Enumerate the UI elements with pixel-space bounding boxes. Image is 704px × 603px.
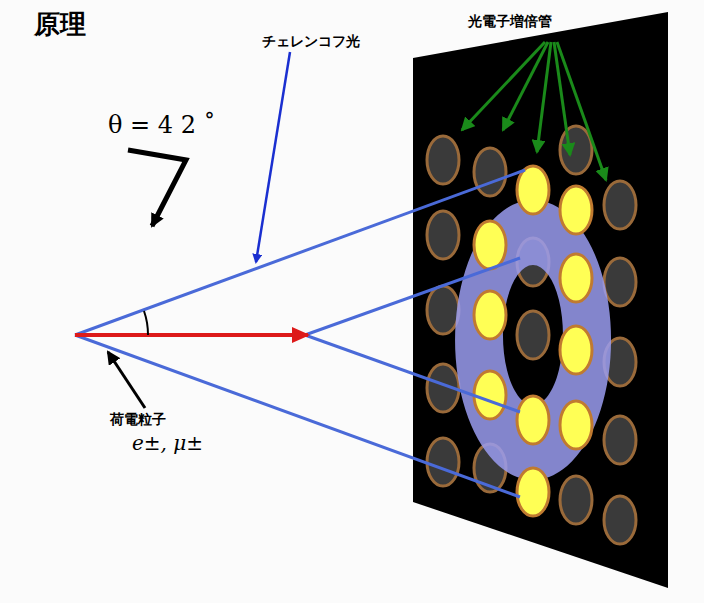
pmt-tube bbox=[474, 148, 506, 196]
pmt-hits bbox=[474, 166, 592, 516]
pmt-label: 光電子増倍管 bbox=[468, 14, 552, 29]
particle-label: 荷電粒子 bbox=[110, 412, 166, 427]
pmt-tube bbox=[427, 286, 459, 334]
pmt-tube bbox=[604, 496, 636, 544]
pmt-hit bbox=[560, 254, 592, 302]
pmt-tube bbox=[560, 126, 592, 174]
pmt-tube bbox=[427, 136, 459, 184]
pmt-tube bbox=[427, 438, 459, 486]
angle-leader bbox=[128, 150, 186, 226]
particle-symbols: e±, μ± bbox=[132, 432, 203, 454]
particle-leader bbox=[108, 352, 145, 408]
angle-arc bbox=[144, 311, 148, 335]
pmt-hit bbox=[517, 468, 549, 516]
cherenkov-ring bbox=[455, 200, 611, 480]
pmt-tube bbox=[604, 416, 636, 464]
angle-label: θ = 4 2 ˚ bbox=[108, 112, 216, 138]
pmt-hit bbox=[560, 401, 592, 449]
light-leader bbox=[256, 52, 290, 262]
pmt-hit bbox=[474, 221, 506, 269]
pmt-hit bbox=[517, 396, 549, 444]
cherenkov-light-lines bbox=[75, 170, 525, 497]
pmt-tube bbox=[604, 181, 636, 229]
title: 原理 bbox=[34, 10, 86, 39]
pmt-hit bbox=[560, 326, 592, 374]
pmt-tube bbox=[517, 311, 549, 359]
pmt-leaders bbox=[462, 42, 606, 180]
light-label: チェレンコフ光 bbox=[262, 34, 360, 49]
pmt-hit bbox=[517, 166, 549, 214]
pmt-hit bbox=[474, 291, 506, 339]
particle-track bbox=[75, 333, 308, 337]
pmt-grid bbox=[427, 126, 636, 544]
detector-wall bbox=[413, 12, 668, 588]
pmt-hit bbox=[560, 186, 592, 234]
pmt-tube bbox=[604, 258, 636, 306]
pmt-tube bbox=[427, 211, 459, 259]
pmt-hit bbox=[474, 371, 506, 419]
pmt-tube bbox=[560, 476, 592, 524]
